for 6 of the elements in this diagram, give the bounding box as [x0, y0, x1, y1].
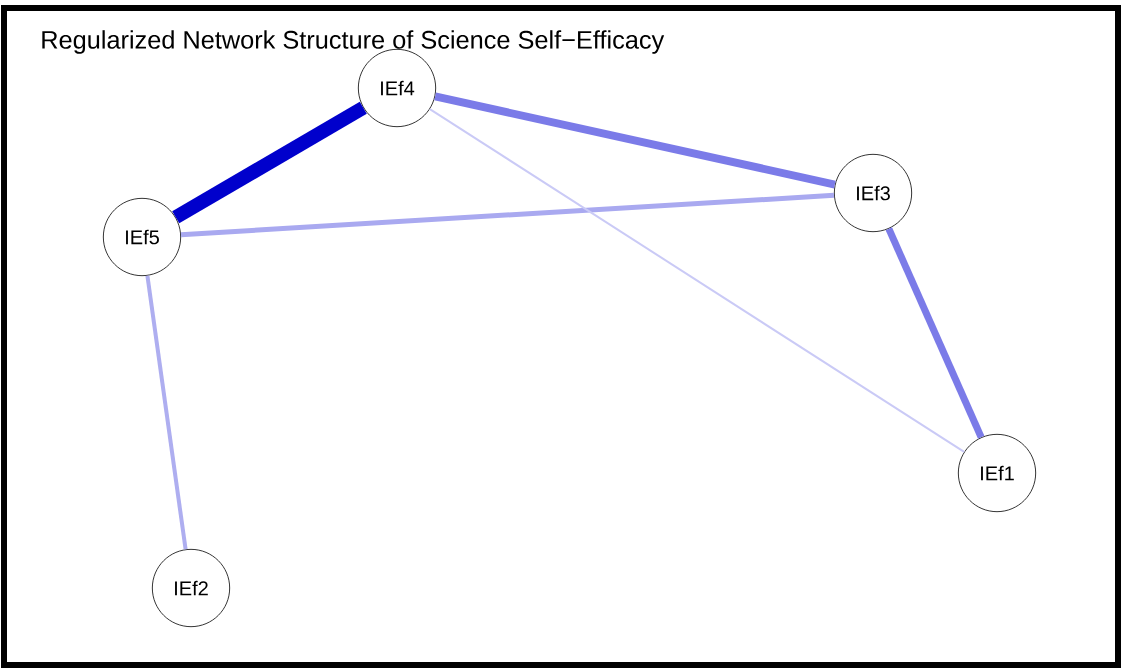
- edge-line: [434, 92, 836, 189]
- edge-line: [885, 227, 985, 439]
- edge-line: [180, 192, 835, 238]
- edge-line: [172, 101, 367, 224]
- edge-line: [428, 108, 966, 453]
- edge-line: [145, 275, 188, 550]
